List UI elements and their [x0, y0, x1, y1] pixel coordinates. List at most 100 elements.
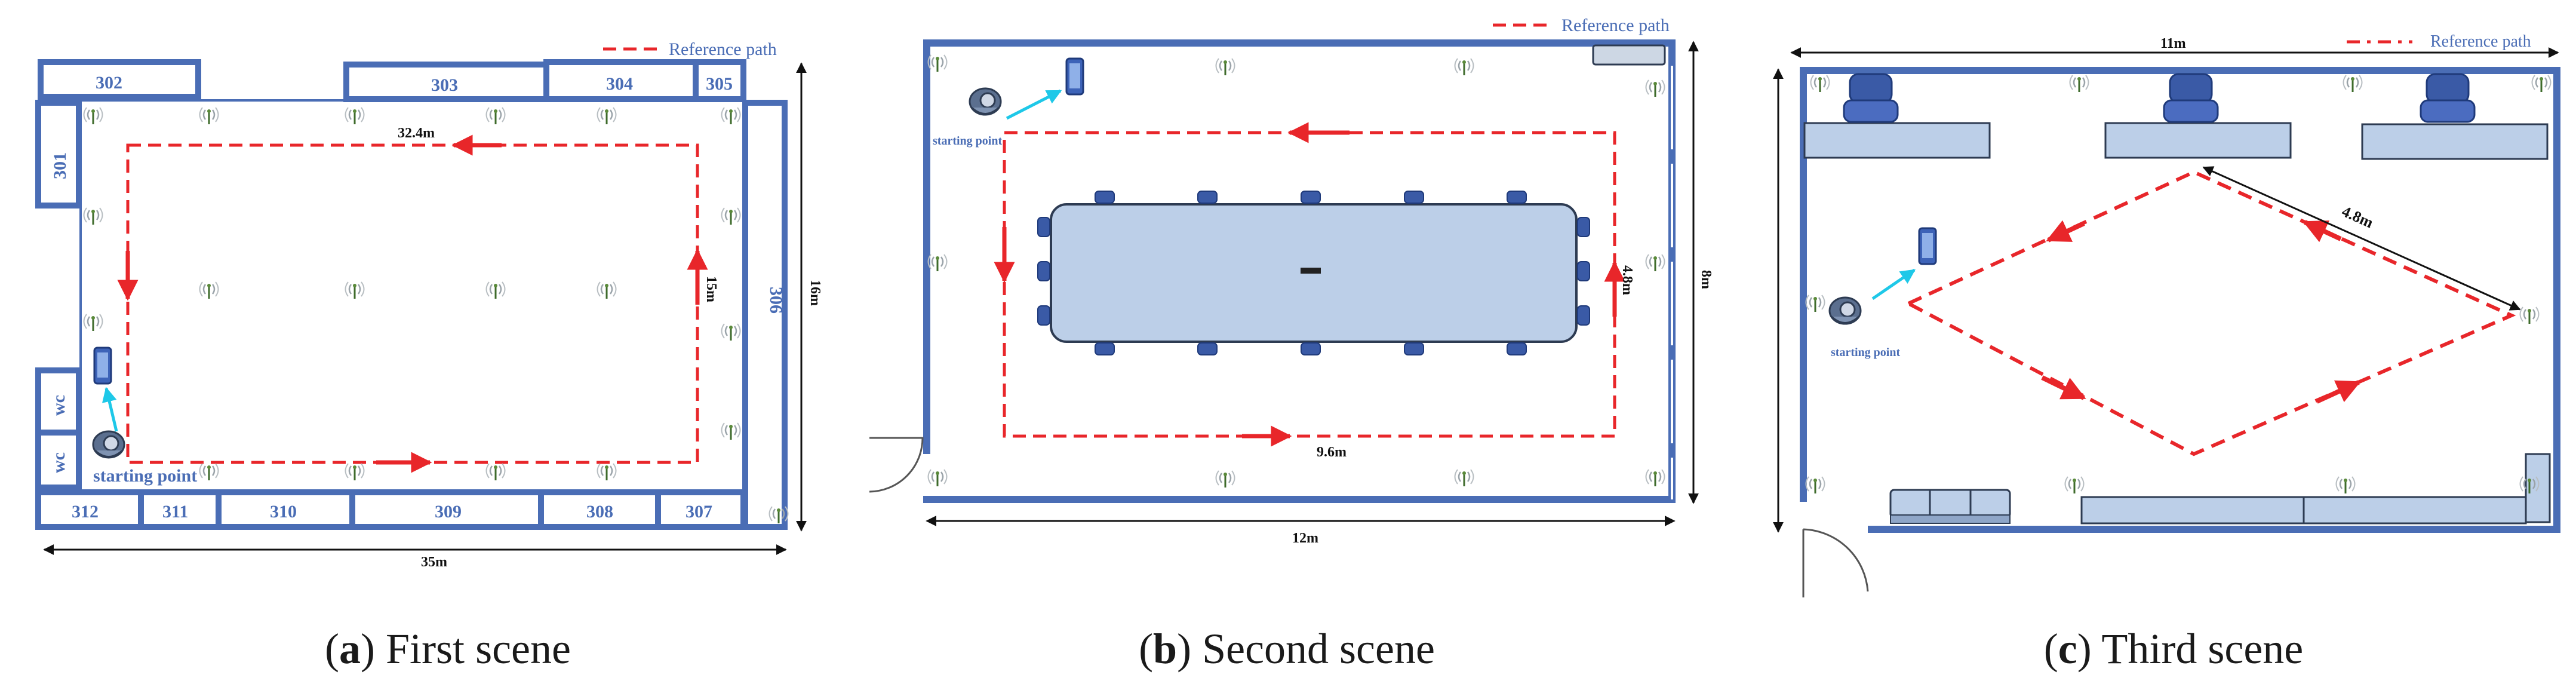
caption-a-text: First scene: [386, 625, 571, 673]
anchor-node: [2519, 306, 2540, 325]
room-306-label: 306: [766, 287, 786, 314]
anchor-node: [199, 106, 219, 125]
anchor-node: [721, 323, 741, 342]
desks-c: [1803, 73, 2549, 160]
room-308-label: 308: [586, 502, 613, 522]
anchor-node: [83, 207, 103, 226]
anchor-node: [2069, 74, 2089, 93]
legend-a: Reference path: [603, 39, 777, 59]
door-c: [1802, 528, 1869, 597]
anchor-node: [2531, 74, 2552, 93]
phone-icon: [93, 347, 112, 385]
anchor-node: [2335, 476, 2356, 495]
caption-b-letter: b: [1153, 625, 1177, 673]
chair: [1037, 261, 1050, 281]
anchor-node: [83, 106, 103, 125]
anchor-node: [485, 106, 506, 125]
anchor-node: [1645, 79, 1665, 98]
room-wc-2: [35, 430, 82, 490]
anchor-node: [485, 281, 506, 300]
anchor-node: [345, 462, 365, 482]
table-device: [1301, 268, 1321, 274]
anchor-node: [721, 106, 741, 125]
room-307: [655, 489, 746, 530]
phone-icon: [1065, 57, 1084, 96]
path-height-label-b: 4.8m: [1619, 265, 1635, 295]
anchor-node: [721, 422, 741, 441]
anchor-node: [927, 54, 948, 73]
caption-c-text: Third scene: [2101, 625, 2303, 673]
anchor-node: [1645, 468, 1665, 487]
caption-c: (c) Third scene: [2044, 625, 2304, 673]
chair: [1095, 342, 1115, 355]
path-arrow-c-1: [2046, 220, 2085, 243]
rooms-left: 301 wc wc: [35, 100, 82, 490]
legend-c-label: Reference path: [2430, 32, 2531, 51]
anchor-node: [1805, 476, 1825, 495]
corridor-outline: [79, 99, 745, 501]
office-chair: [2420, 73, 2476, 123]
legend-b-label: Reference path: [1561, 16, 1670, 35]
caption-c-letter: c: [2058, 625, 2077, 673]
scene-c-floorplan: Reference path: [1773, 32, 2560, 673]
legend-c: Reference path: [2347, 32, 2531, 51]
chair: [1577, 305, 1590, 326]
person-icon: [92, 430, 125, 459]
chair: [1037, 217, 1050, 237]
legend-b: Reference path: [1493, 16, 1670, 35]
reference-path-a: [126, 143, 699, 464]
scene-b-floorplan: Reference path: [869, 16, 1714, 673]
room-312-label: 312: [72, 502, 99, 522]
room-walls-c: [1800, 67, 2560, 533]
room-309: [349, 489, 544, 530]
door-b: [869, 437, 924, 493]
person-icon: [969, 87, 1002, 116]
desk: [2361, 123, 2549, 160]
rooms-bottom: 312 311 310 309 308 307: [35, 489, 746, 530]
cyan-link-b: [1006, 89, 1062, 120]
room-wc-2-label: wc: [49, 452, 69, 473]
room-307-label: 307: [686, 502, 712, 522]
caption-b-text: Second scene: [1202, 625, 1435, 673]
room-305: [693, 59, 746, 102]
anchor-node: [1805, 294, 1825, 313]
rooms-top: 302 303 304 305: [38, 59, 746, 102]
anchor-node: [597, 462, 617, 482]
legend-a-label: Reference path: [669, 39, 777, 59]
anchor-node: [83, 313, 103, 332]
diamond-label-c: 4.8m: [2340, 203, 2377, 232]
height-label-b: 8m: [1698, 270, 1714, 289]
room-301-label: 301: [50, 152, 70, 179]
room-302-label: 302: [96, 73, 122, 93]
anchor-node: [485, 462, 506, 482]
room-309-label: 309: [435, 502, 462, 522]
anchor-node: [1215, 470, 1235, 489]
chair: [1577, 217, 1590, 237]
anchor-node: [345, 281, 365, 300]
room-310-label: 310: [270, 502, 297, 522]
chair: [1197, 342, 1218, 355]
room-311-label: 311: [162, 502, 188, 522]
office-chair: [2163, 73, 2219, 123]
cyan-link-c: [1871, 268, 1916, 301]
office-chair: [1843, 73, 1899, 123]
chair: [1197, 191, 1218, 204]
path-arrow-c-4: [2316, 380, 2361, 404]
anchor-node: [2064, 476, 2085, 495]
path-length-label-b: 9.6m: [1317, 444, 1347, 460]
desk: [1803, 122, 1991, 159]
room-301: [35, 100, 82, 209]
path-arrow-c-2: [2303, 220, 2342, 243]
chair: [1507, 191, 1527, 204]
path-length-label-a: 32.4m: [398, 125, 435, 141]
caption-a: (a) First scene: [325, 625, 571, 673]
anchor-node: [597, 106, 617, 125]
anchor-node: [721, 207, 741, 226]
chair: [1301, 191, 1321, 204]
chair: [1404, 342, 1424, 355]
phone-icon: [1918, 227, 1937, 265]
start-label-a: starting point: [93, 466, 197, 486]
chair: [1301, 342, 1321, 355]
